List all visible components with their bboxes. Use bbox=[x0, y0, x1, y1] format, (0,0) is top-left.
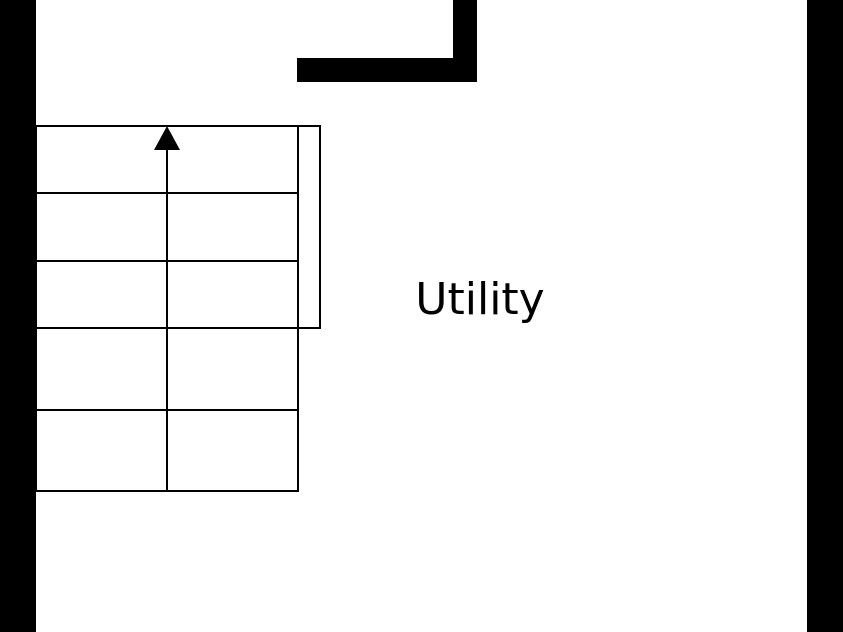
stair-handrail bbox=[297, 125, 321, 329]
right-wall bbox=[807, 0, 843, 632]
partition-wall-horizontal bbox=[297, 58, 477, 82]
left-wall bbox=[0, 0, 36, 632]
partition-wall bbox=[297, 0, 477, 82]
partition-wall-vertical bbox=[453, 0, 477, 82]
staircase bbox=[35, 125, 321, 492]
arrow-up-icon bbox=[154, 126, 180, 150]
room-label: Utility bbox=[415, 274, 545, 325]
